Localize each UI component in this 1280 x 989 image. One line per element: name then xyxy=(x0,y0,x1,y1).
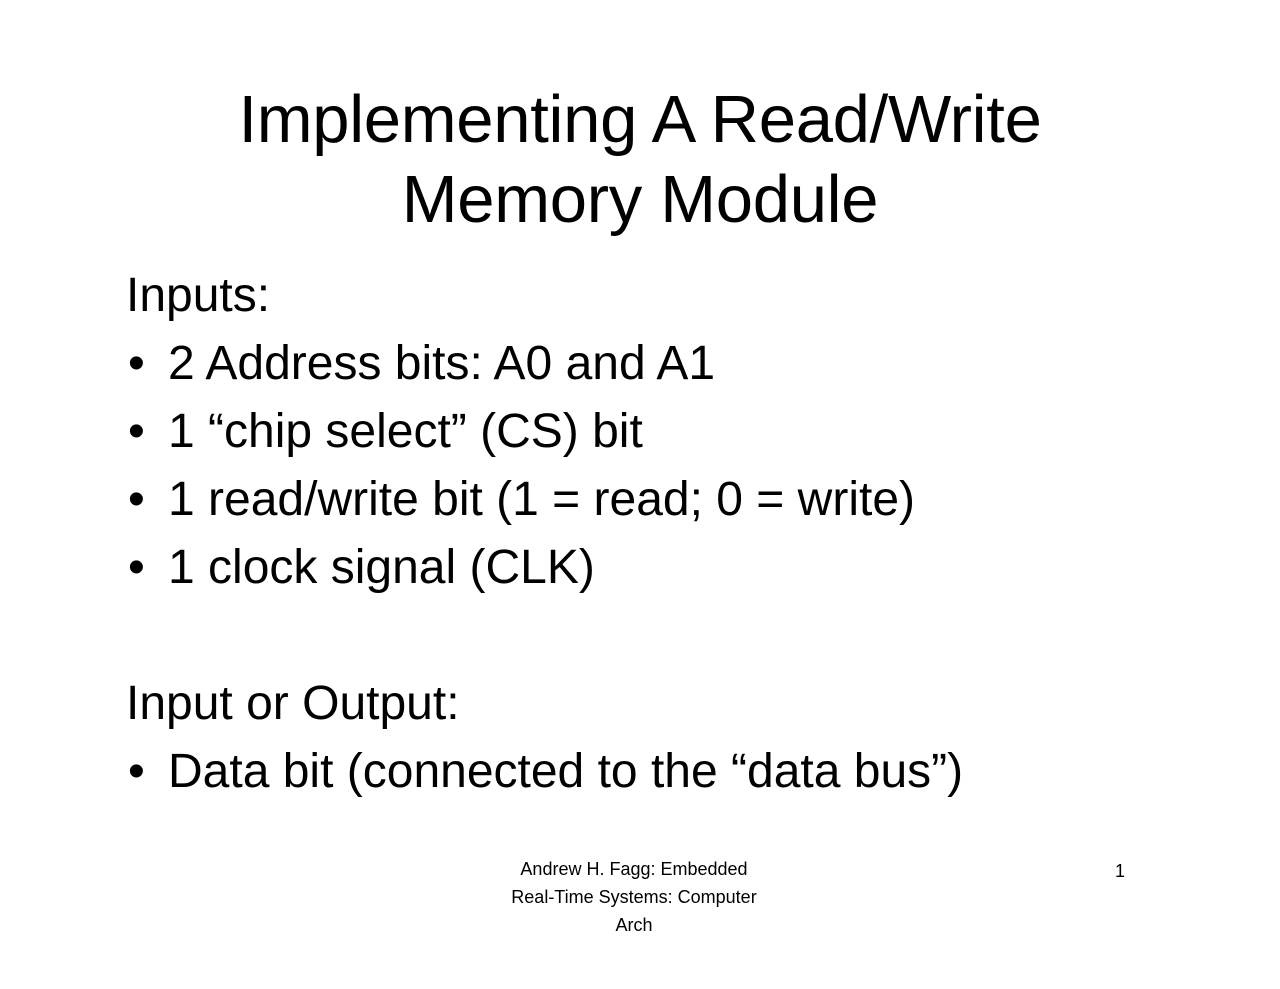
body-heading-input-or-output: Input or Output: xyxy=(126,677,460,730)
bullet-icon: • xyxy=(128,541,145,594)
body-bullet-read-write-bit: • 1 read/write bit (1 = read; 0 = write) xyxy=(126,466,1166,534)
bullet-label: 1 “chip select” (CS) bit xyxy=(168,405,643,458)
slide-title-line-2: Memory Module xyxy=(401,162,879,237)
body-heading-inputs: Inputs: xyxy=(126,269,271,322)
bullet-label: 1 clock signal (CLK) xyxy=(168,541,595,594)
slide-title: Implementing A Read/Write Memory Module xyxy=(64,80,1216,240)
bullet-icon: • xyxy=(128,337,145,390)
body-blank-line xyxy=(126,602,1166,670)
footer-line-3: Arch xyxy=(615,915,653,933)
body-bullet-chip-select: • 1 “chip select” (CS) bit xyxy=(126,398,1166,466)
slide-page-number: 1 xyxy=(1114,861,1125,881)
bullet-icon: • xyxy=(128,473,145,526)
footer-line-2: Real-Time Systems: Computer xyxy=(511,887,757,907)
footer-line-1: Andrew H. Fagg: Embedded xyxy=(520,859,748,879)
bullet-icon: • xyxy=(128,405,145,458)
bullet-label: 1 read/write bit (1 = read; 0 = write) xyxy=(168,473,915,526)
slide-title-line-1: Implementing A Read/Write xyxy=(238,82,1042,157)
body-bullet-clock-signal: • 1 clock signal (CLK) xyxy=(126,534,1166,602)
slide-body: Inputs: • 2 Address bits: A0 and A1 • 1 … xyxy=(126,262,1166,806)
bullet-label: Data bit (connected to the “data bus”) xyxy=(168,745,964,798)
slide-footer: Andrew H. Fagg: Embedded Real-Time Syste… xyxy=(320,855,948,933)
bullet-label: 2 Address bits: A0 and A1 xyxy=(168,337,716,390)
bullet-icon: • xyxy=(128,745,145,798)
body-bullet-data-bit: • Data bit (connected to the “data bus”) xyxy=(126,738,1166,806)
body-bullet-address-bits: • 2 Address bits: A0 and A1 xyxy=(126,330,1166,398)
